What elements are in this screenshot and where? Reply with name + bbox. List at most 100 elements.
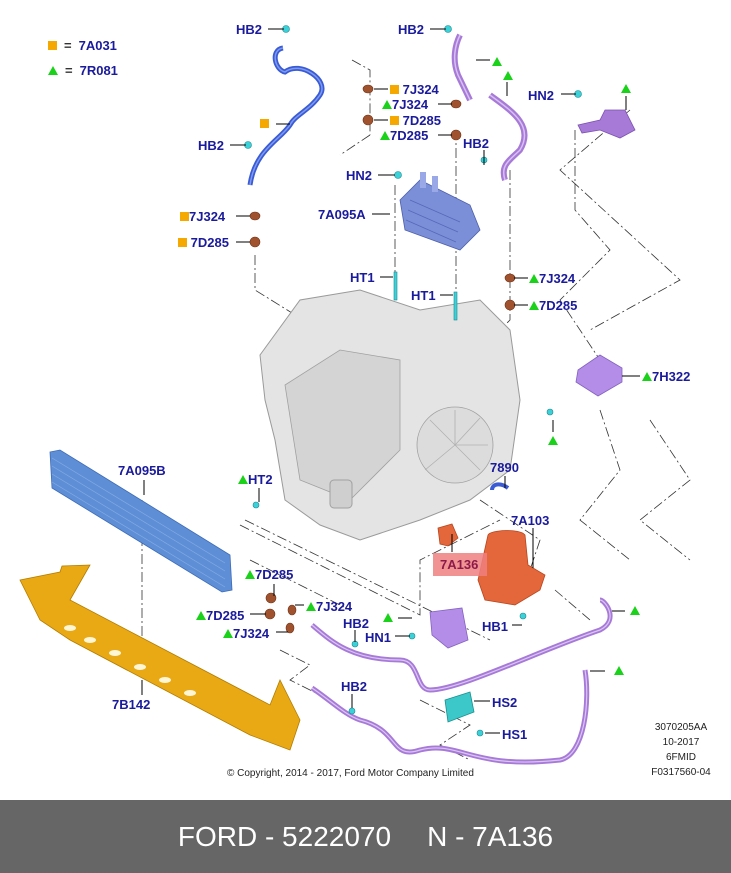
triangle-icon — [529, 301, 539, 310]
copyright: © Copyright, 2014 - 2017, Ford Motor Com… — [227, 768, 474, 779]
callout-text: 7J324 — [402, 82, 439, 97]
callout-7d285[interactable]: 7D285 — [529, 298, 577, 313]
transmission-housing — [259, 289, 521, 541]
bracket-hn1 — [429, 607, 469, 649]
purple-hose-upper — [451, 33, 528, 181]
callout-text: 7D285 — [206, 608, 245, 623]
triangle-icon — [380, 131, 390, 140]
square-icon — [390, 85, 399, 94]
legend-equals: = — [64, 38, 72, 53]
triangle-markers — [383, 57, 640, 675]
callout-hb2[interactable]: HB2 — [341, 679, 368, 694]
callout-text: 7D285 — [539, 298, 578, 313]
nuts — [249, 84, 516, 634]
callout-text: 7J324 — [189, 209, 226, 224]
callout-7a103[interactable]: 7A103 — [511, 513, 550, 528]
highlight-box — [433, 553, 487, 576]
callout-hb2[interactable]: HB2 — [343, 616, 370, 631]
legend-item-square: = 7A031 — [48, 38, 117, 53]
callout-text: 7D285 — [255, 567, 294, 582]
callout-text: 7D285 — [190, 235, 229, 250]
square-marker — [260, 119, 269, 128]
hose-7890 — [490, 482, 510, 491]
callout-7d285[interactable]: 7D285 — [390, 113, 441, 128]
callout-7j324[interactable]: 7J324 — [180, 209, 225, 224]
callout-7d285[interactable]: 7D285 — [380, 128, 428, 143]
triangle-icon — [529, 274, 539, 283]
footer-bar: FORD - 5222070 N - 7A136 — [0, 800, 731, 873]
meta-line: F0317560-04 — [651, 767, 711, 778]
callout-hn1[interactable]: HN1 — [365, 630, 392, 645]
callout-7d285[interactable]: 7D285 — [245, 567, 293, 582]
callout-ht1[interactable]: HT1 — [350, 270, 375, 285]
callout-7h322[interactable]: 7H322 — [642, 369, 690, 384]
footer-part-number: FORD - 5222070 — [177, 820, 392, 852]
square-icon — [48, 41, 57, 50]
callout-7j324[interactable]: 7J324 — [529, 271, 575, 286]
triangle-icon — [196, 611, 206, 620]
parts-diagram: = 7A031 = 7R081 HB2 HB2 HB2 7J324 7J324 … — [19, 22, 726, 780]
triangle-icon — [642, 372, 652, 381]
gasket-7a136 — [437, 523, 459, 547]
cooler-7a095a — [399, 172, 481, 251]
callout-text: 7J324 — [316, 599, 353, 614]
triangle-icon — [223, 629, 233, 638]
callout-7d285[interactable]: 7D285 — [178, 235, 229, 250]
callout-7a095b[interactable]: 7A095B — [118, 463, 166, 478]
callout-ht1[interactable]: HT1 — [411, 288, 436, 303]
triangle-icon — [306, 602, 316, 611]
callout-7b142[interactable]: 7B142 — [112, 697, 151, 712]
callout-7a095a[interactable]: 7A095A — [318, 207, 366, 222]
triangle-icon — [245, 570, 255, 579]
triangle-icon — [48, 66, 58, 75]
callout-7j324[interactable]: 7J324 — [306, 599, 352, 614]
callout-hb2[interactable]: HB2 — [463, 136, 490, 151]
callout-hn2[interactable]: HN2 — [346, 168, 373, 183]
blue-hose — [247, 45, 325, 186]
legend-code: 7R081 — [79, 63, 118, 78]
solenoid-7a103 — [477, 530, 546, 606]
square-icon — [178, 238, 187, 247]
purple-hose-lower — [310, 597, 613, 765]
bracket-7b142 — [19, 564, 301, 751]
callout-text: 7J324 — [539, 271, 576, 286]
callout-7d285[interactable]: 7D285 — [196, 608, 244, 623]
callout-text: 7J324 — [392, 97, 429, 112]
callout-hs1[interactable]: HS1 — [502, 727, 528, 742]
leader-lines — [141, 28, 640, 734]
callout-7890[interactable]: 7890 — [490, 460, 519, 475]
cooler-7a095b — [49, 449, 233, 593]
square-icon — [390, 116, 399, 125]
square-icon — [180, 212, 189, 221]
callout-text: 7J324 — [233, 626, 270, 641]
footer-reference: N - 7A136 — [427, 820, 554, 852]
bracket-right — [577, 109, 636, 139]
callout-7j324[interactable]: 7J324 — [382, 97, 428, 112]
callout-text: 7D285 — [402, 113, 441, 128]
callout-hb2[interactable]: HB2 — [398, 22, 425, 37]
triangle-icon — [238, 475, 248, 484]
callout-text: 7D285 — [390, 128, 429, 143]
legend-item-triangle: = 7R081 — [48, 63, 118, 78]
callout-hs2[interactable]: HS2 — [492, 695, 518, 710]
callout-hb1[interactable]: HB1 — [482, 619, 509, 634]
triangle-icon — [382, 100, 392, 109]
meta-line: 6FMID — [666, 752, 696, 763]
callout-7j324[interactable]: 7J324 — [223, 626, 269, 641]
callout-text: HT2 — [248, 472, 273, 487]
callout-ht2[interactable]: HT2 — [238, 472, 273, 487]
meta-line: 3070205AA — [654, 722, 708, 733]
mount-7h322 — [575, 354, 623, 397]
legend-equals: = — [65, 63, 73, 78]
callout-hb2[interactable]: HB2 — [236, 22, 263, 37]
drawing-meta: 3070205AA 10-2017 6FMID F0317560-04 — [636, 720, 726, 780]
clips — [244, 25, 582, 737]
legend-code: 7A031 — [78, 38, 117, 53]
callout-text: 7H322 — [652, 369, 691, 384]
callout-7j324[interactable]: 7J324 — [390, 82, 439, 97]
callout-7a136-highlighted[interactable]: 7A136 — [440, 557, 479, 572]
callout-hn2[interactable]: HN2 — [528, 88, 555, 103]
meta-line: 10-2017 — [662, 737, 700, 748]
diagram-artwork — [19, 25, 691, 765]
callout-hb2[interactable]: HB2 — [198, 138, 225, 153]
